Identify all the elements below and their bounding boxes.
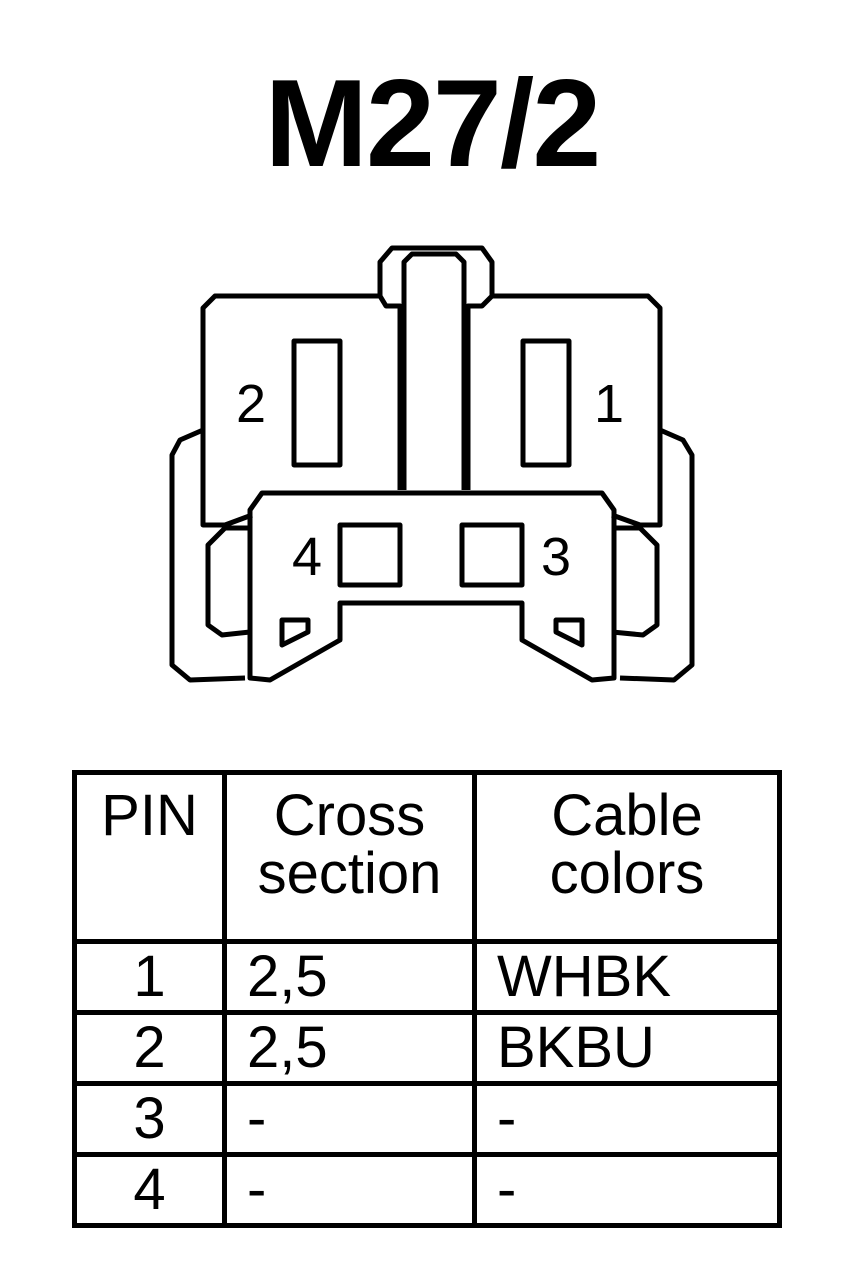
pin-label-1: 1 (594, 374, 624, 434)
header-pin: PIN (72, 770, 227, 944)
left-inner-lug (205, 525, 251, 638)
cell-cable-colors: WHBK (472, 939, 782, 1015)
locking-tab-outer-right (465, 294, 494, 490)
left-side-latch (169, 427, 246, 683)
cell-cross-section: 2,5 (222, 939, 477, 1015)
cell-cross-section: 2,5 (222, 1010, 477, 1086)
pin-cavity-3 (459, 522, 525, 588)
cell-cross-section: - (222, 1152, 477, 1228)
pin-cavity-4 (337, 522, 403, 588)
locking-tab-inner (401, 251, 467, 490)
table-row: 1 2,5 WHBK (72, 939, 782, 1015)
cell-pin: 4 (72, 1152, 227, 1228)
header-cross-section: Cross section (222, 770, 477, 944)
cell-pin: 3 (72, 1081, 227, 1157)
right-key-triangle (553, 617, 585, 648)
connector-diagram: 2 1 4 3 (169, 245, 695, 683)
table-row: 2 2,5 BKBU (72, 1010, 782, 1086)
upper-housing (200, 245, 663, 528)
right-side-latch (619, 427, 695, 683)
header-cable-colors: Cable colors (472, 770, 782, 944)
table-row: 3 - - (72, 1081, 782, 1157)
lower-housing (247, 490, 617, 683)
pin-cavity-1 (520, 338, 572, 468)
cell-pin: 1 (72, 939, 227, 1015)
table-row: 4 - - (72, 1152, 782, 1228)
cell-cable-colors: - (472, 1152, 782, 1228)
pin-assignment-table: PIN Cross section Cable colors 1 2,5 WHB… (72, 770, 782, 1228)
right-inner-lug (611, 525, 660, 638)
left-key-triangle (279, 617, 311, 648)
table-header-row: PIN Cross section Cable colors (72, 770, 782, 944)
pin-label-3: 3 (541, 527, 571, 587)
pin-label-2: 2 (236, 374, 266, 434)
pin-label-4: 4 (292, 527, 322, 587)
cell-cross-section: - (222, 1081, 477, 1157)
connector-title: M27/2 (264, 55, 602, 193)
locking-tab-outer (377, 294, 403, 490)
pin-cavity-2 (291, 338, 343, 468)
cell-pin: 2 (72, 1010, 227, 1086)
cell-cable-colors: - (472, 1081, 782, 1157)
cell-cable-colors: BKBU (472, 1010, 782, 1086)
